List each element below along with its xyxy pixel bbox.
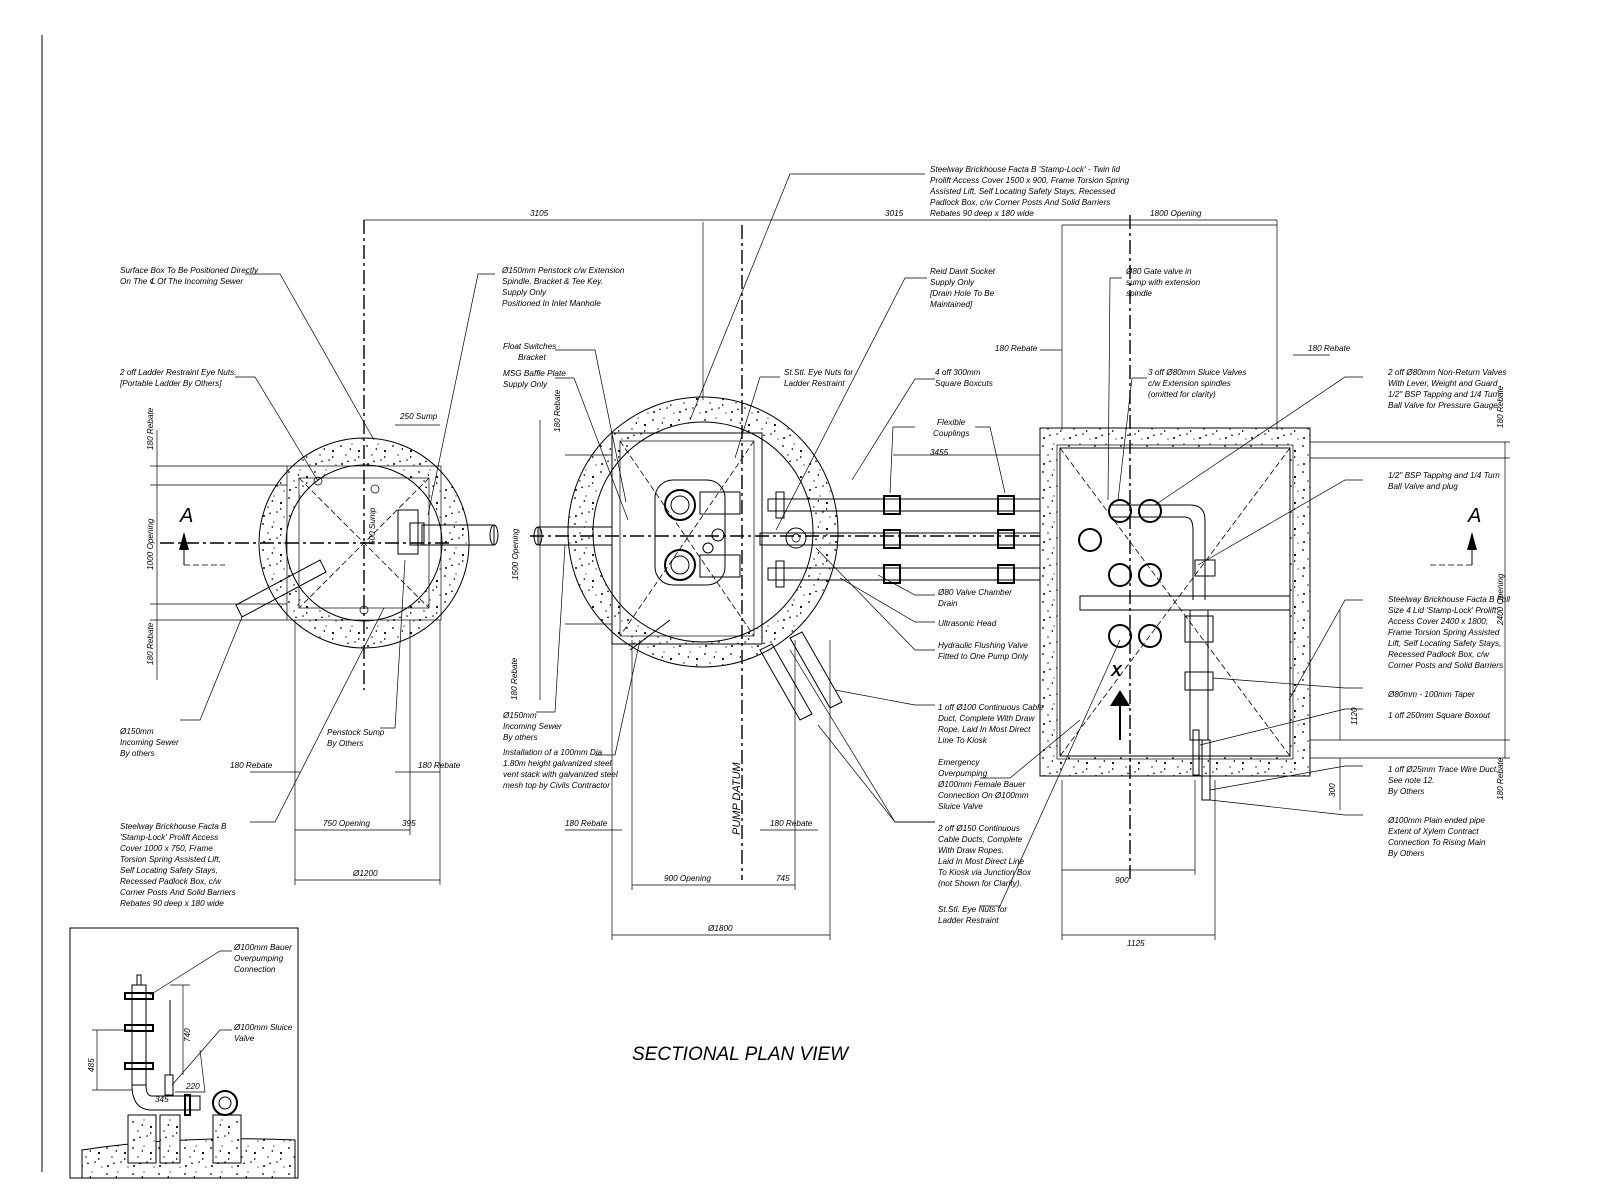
valve-chamber: [1039, 215, 1311, 880]
svg-text:1800 Opening: 1800 Opening: [1150, 209, 1202, 218]
note-flexible-couplings: Flexible Couplings: [933, 418, 969, 438]
svg-text:3105: 3105: [530, 209, 549, 218]
svg-text:500 Sump: 500 Sump: [368, 507, 377, 545]
dimension-text: 3105 3015 1800 Opening 3455 250 Sump 500…: [146, 209, 1505, 948]
svg-text:Ø1200: Ø1200: [352, 869, 378, 878]
note-emergency-overpumping: Emergency Overpumping Ø100mm Female Baue…: [937, 758, 1031, 811]
note-boxout: 1 off 250mm Square Boxout: [1388, 711, 1491, 720]
svg-text:180 Rebate: 180 Rebate: [146, 407, 155, 450]
note-msg-baffle: MSG Baffle Plate Supply Only: [503, 369, 568, 389]
note-float-switches: Float Switches Bracket: [503, 342, 559, 362]
svg-text:Ø1800: Ø1800: [707, 924, 733, 933]
svg-text:1125: 1125: [1127, 939, 1145, 948]
leader-lines: [180, 173, 1363, 907]
note-trace-wire: 1 off Ø25mm Trace Wire Duct. See note 12…: [1388, 765, 1501, 796]
svg-text:180 Rebate: 180 Rebate: [1496, 757, 1505, 800]
section-mark-left: A: [179, 505, 225, 566]
note-taper: Ø80mm - 100mm Taper: [1387, 690, 1475, 699]
x-mark: X: [1110, 663, 1123, 680]
annotations: Surface Box To Be Positioned Directly On…: [119, 165, 1512, 925]
svg-text:180 Rebate: 180 Rebate: [553, 389, 562, 432]
svg-text:180 Rebate: 180 Rebate: [565, 819, 608, 828]
note-gate-valve: Ø80 Gate valve in sump with extension sp…: [1125, 267, 1202, 298]
svg-text:180 Rebate: 180 Rebate: [510, 657, 519, 700]
note-penstock: Ø150mm Penstock c/w Extension Spindle, B…: [501, 266, 627, 308]
note-vent-stack: Installation of a 100mm Dia 1.80m height…: [503, 748, 620, 790]
note-steelway-top: Steelway Brickhouse Facta B 'Stamp-Lock'…: [929, 165, 1131, 218]
svg-text:180 Rebate: 180 Rebate: [1308, 344, 1351, 353]
inlet-manhole: [160, 220, 499, 690]
note-reid-davit: Reid Davit Socket Supply Only [Drain Hol…: [929, 267, 997, 309]
note-sewer-mid: Ø150mm Incoming Sewer By others: [502, 711, 564, 742]
note-sewer-left: Ø150mm Incoming Sewer By others: [119, 727, 181, 758]
drawing-title: SECTIONAL PLAN VIEW: [632, 1044, 850, 1065]
note-boxcuts: 4 off 300mm Square Boxcuts: [935, 368, 993, 388]
note-steelway-left: Steelway Brickhouse Facta B 'Stamp-Lock'…: [120, 822, 238, 908]
svg-text:1120: 1120: [1350, 707, 1359, 725]
inset-detail: 485 740 220 345 Ø100mm Bauer Overpumping…: [69, 927, 299, 1179]
note-sluice-valves: 3 off Ø80mm Sluice Valves c/w Extension …: [1148, 368, 1249, 399]
note-cable-duct-100: 1 off Ø100 Continuous Cable Duct, Comple…: [938, 703, 1046, 745]
dimension-lines: [150, 219, 1510, 940]
section-mark-right: A: [1430, 505, 1481, 566]
svg-text:180 Rebate: 180 Rebate: [418, 761, 461, 770]
svg-text:300: 300: [1328, 783, 1337, 797]
svg-text:180 Rebate: 180 Rebate: [230, 761, 273, 770]
svg-text:180 Rebate: 180 Rebate: [146, 622, 155, 665]
svg-text:900 Opening: 900 Opening: [664, 874, 711, 883]
svg-text:180 Rebate: 180 Rebate: [1496, 385, 1505, 428]
note-bauer: Ø100mm Bauer Overpumping Connection: [233, 943, 294, 974]
svg-text:A: A: [1467, 505, 1481, 527]
svg-text:1000 Opening: 1000 Opening: [146, 518, 155, 570]
note-valve-chamber-drain: Ø80 Valve Chamber Drain: [937, 588, 1014, 608]
svg-text:1500 Opening: 1500 Opening: [511, 528, 520, 580]
note-surface-box: Surface Box To Be Positioned Directly On…: [120, 266, 260, 286]
note-steelway-right: Steelway Brickhouse Facta B Full Size 4 …: [1387, 595, 1512, 670]
note-bsp-tapping: 1/2" BSP Tapping and 1/4 Turn Ball Valve…: [1388, 471, 1502, 491]
svg-text:250 Sump: 250 Sump: [399, 412, 438, 421]
note-ladder-nuts: 2 off Ladder Restraint Eye Nuts. [Portab…: [119, 368, 239, 388]
svg-text:750 Opening: 750 Opening: [323, 819, 370, 828]
svg-text:740: 740: [183, 1028, 192, 1042]
svg-text:3455: 3455: [930, 448, 949, 457]
pump-datum-label: PUMP DATUM: [731, 761, 743, 835]
svg-text:A: A: [179, 505, 193, 527]
svg-text:180 Rebate: 180 Rebate: [995, 344, 1038, 353]
note-plain-pipe: Ø100mm Plain ended pipe Extent of Xylem …: [1387, 816, 1488, 858]
wet-well: [530, 225, 1290, 880]
svg-text:395: 395: [402, 819, 416, 828]
svg-text:3015: 3015: [885, 209, 904, 218]
svg-text:180 Rebate: 180 Rebate: [770, 819, 813, 828]
svg-text:745: 745: [776, 874, 790, 883]
svg-text:2400 Opening: 2400 Opening: [1496, 573, 1505, 626]
note-cable-duct-150: 2 off Ø150 Continuous Cable Ducts, Compl…: [937, 824, 1033, 888]
svg-text:900: 900: [1115, 876, 1129, 885]
note-non-return-valves: 2 off Ø80mm Non-Return Valves With Lever…: [1387, 368, 1509, 410]
note-penstock-sump: Penstock Sump By Others: [327, 728, 387, 748]
note-sluice-inset: Ø100mm Sluice Valve: [233, 1023, 295, 1043]
note-ultrasonic-head: Ultrasonic Head: [938, 619, 997, 628]
note-ststl-eye-2: St.Stl. Eye Nuts for Ladder Restraint: [938, 905, 1009, 925]
svg-text:220: 220: [185, 1082, 200, 1091]
note-ststl-eye: St.Stl. Eye Nuts for Ladder Restraint: [784, 368, 855, 388]
svg-text:485: 485: [87, 1058, 96, 1072]
note-hydraulic-flushing: Hydraulic Flushing Valve Fitted to One P…: [938, 641, 1030, 661]
svg-text:345: 345: [155, 1095, 169, 1104]
